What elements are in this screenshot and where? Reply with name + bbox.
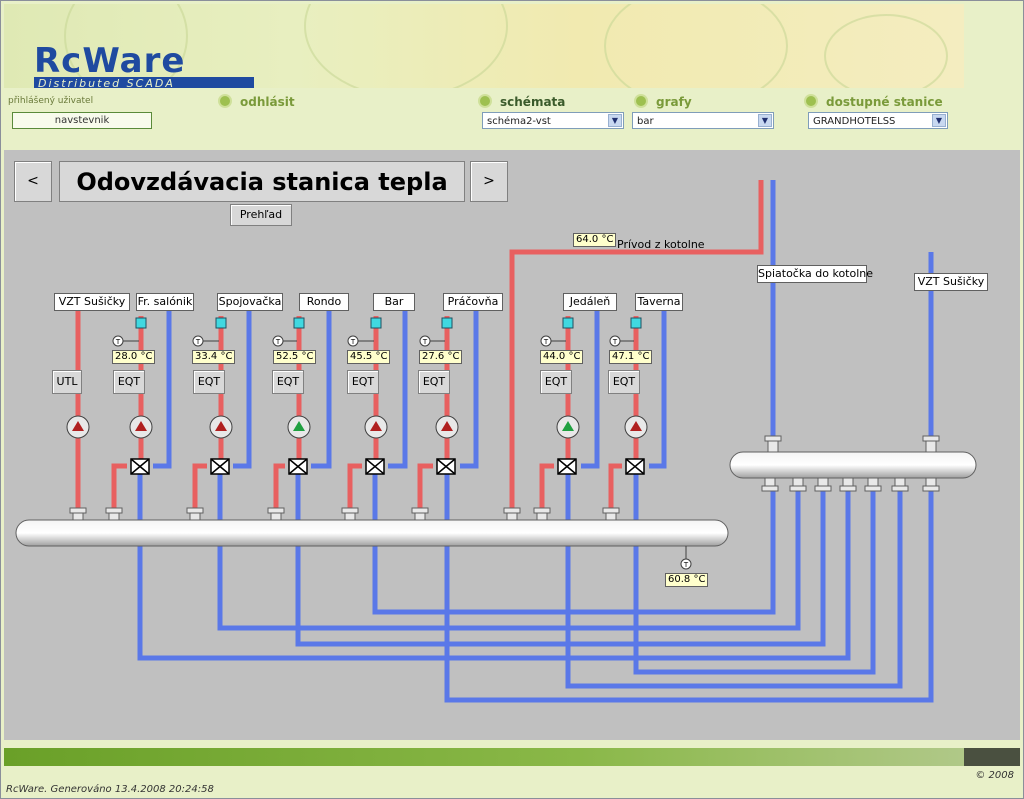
return-header [729, 451, 977, 479]
bullet-icon [478, 94, 492, 108]
supply-temp: 64.0 °C [573, 233, 617, 247]
footer-bar-end [964, 748, 1020, 766]
valve-icon [625, 458, 645, 475]
svg-text:T: T [195, 338, 201, 346]
eqt-button-spojovacka[interactable]: EQT [193, 370, 225, 394]
eqt-button-jedalen[interactable]: EQT [540, 370, 572, 394]
return-pipe-fr-salonik [137, 460, 851, 661]
logout-link[interactable]: odhlásit [218, 94, 295, 109]
eqt-button-pracovna[interactable]: EQT [418, 370, 450, 394]
graph-select[interactable]: bar▼ [632, 112, 774, 129]
pump-icon [209, 415, 233, 439]
footer-bar [4, 748, 964, 766]
circuit-label-pracovna: Práčovňa [443, 293, 503, 311]
valve-icon [288, 458, 308, 475]
svg-text:T: T [275, 338, 281, 346]
chevron-down-icon: ▼ [932, 114, 946, 127]
valve-icon [365, 458, 385, 475]
pump-icon [624, 415, 648, 439]
svg-text:T: T [422, 338, 428, 346]
bullet-icon [804, 94, 818, 108]
circuit-label-rondo: Rondo [299, 293, 349, 311]
user-label: přihlášený uživatel [8, 96, 94, 106]
pump-icon [556, 415, 580, 439]
pump-icon [129, 415, 153, 439]
copyright: © 2008 [975, 770, 1014, 781]
pumps [66, 415, 648, 439]
vzt-right-label: VZT Sušičky [914, 273, 988, 291]
overview-button[interactable]: Prehľad [230, 204, 292, 226]
svg-text:T: T [350, 338, 356, 346]
header-temp: 60.8 °C [665, 573, 709, 587]
svg-text:T: T [543, 338, 549, 346]
pump-icon [364, 415, 388, 439]
return-pipes [137, 180, 934, 703]
circuit-label-bar: Bar [373, 293, 415, 311]
graphs-link[interactable]: grafy [634, 94, 692, 109]
temp-spojovacka: 33.4 °C [192, 350, 236, 364]
supply-main-pipe [509, 180, 764, 512]
temp-pracovna: 27.6 °C [419, 350, 463, 364]
svg-text:T: T [683, 561, 689, 569]
return-pipe-rondo [295, 460, 826, 647]
chevron-down-icon: ▼ [608, 114, 622, 127]
temp-rondo: 52.5 °C [273, 350, 317, 364]
distribution-header [15, 519, 729, 547]
station-select[interactable]: GRANDHOTELSS▼ [808, 112, 948, 129]
eqt-button-taverna[interactable]: EQT [608, 370, 640, 394]
temp-taverna: 47.1 °C [609, 350, 653, 364]
schemes-link[interactable]: schémata [478, 94, 565, 109]
pump-icon [435, 415, 459, 439]
circuit-label-jedalen: Jedáleň [563, 293, 617, 311]
bullet-icon [634, 94, 648, 108]
next-scheme-button[interactable]: > [470, 161, 508, 202]
sensors [135, 317, 642, 329]
username-field: navstevnik [12, 112, 152, 129]
header-flanges [69, 435, 940, 521]
rcware-logo-subtitle: Distributed SCADA [34, 77, 254, 88]
valve-icon [130, 458, 150, 475]
valve-icon [210, 458, 230, 475]
utl-button-vzt-susicky[interactable]: UTL [52, 370, 82, 394]
circuit-label-fr-salonik: Fr. salónik [136, 293, 194, 311]
header-banner: RcWare Distributed SCADA [4, 4, 964, 88]
temp-bar: 45.5 °C [347, 350, 391, 364]
circuit-label-spojovacka: Spojovačka [217, 293, 283, 311]
rcware-logo: RcWare [34, 41, 186, 81]
pump-icon [66, 415, 90, 439]
scheme-title: Odovzdávacia stanica tepla [59, 161, 465, 202]
circuit-label-taverna: Taverna [635, 293, 683, 311]
supply-pipes [75, 180, 764, 512]
pump-icon [287, 415, 311, 439]
supply-label: Prívod z kotolne [617, 238, 705, 251]
circuit-label-vzt-susicky: VZT Sušičky [54, 293, 130, 311]
eqt-button-fr-salonik[interactable]: EQT [113, 370, 145, 394]
eqt-button-rondo[interactable]: EQT [272, 370, 304, 394]
bullet-icon [218, 94, 232, 108]
thermometer-icon [680, 558, 692, 570]
return-label: Spiatočka do kotolne [757, 265, 873, 283]
stations-link[interactable]: dostupné stanice [804, 94, 943, 109]
return-pipe-taverna [633, 460, 876, 675]
valves [130, 458, 645, 475]
valve-icon [436, 458, 456, 475]
valve-icon [557, 458, 577, 475]
return-pipe-jedalen [565, 460, 903, 689]
scheme-select[interactable]: schéma2-vst▼ [482, 112, 624, 129]
eqt-button-bar[interactable]: EQT [347, 370, 379, 394]
svg-text:T: T [115, 338, 121, 346]
prev-scheme-button[interactable]: < [14, 161, 52, 202]
thermometers [112, 335, 634, 347]
temp-fr-salonik: 28.0 °C [112, 350, 156, 364]
chevron-down-icon: ▼ [758, 114, 772, 127]
generated-timestamp: RcWare. Generováno 13.4.2008 20:24:58 [6, 784, 214, 795]
temp-jedalen: 44.0 °C [540, 350, 584, 364]
svg-text:T: T [612, 338, 618, 346]
